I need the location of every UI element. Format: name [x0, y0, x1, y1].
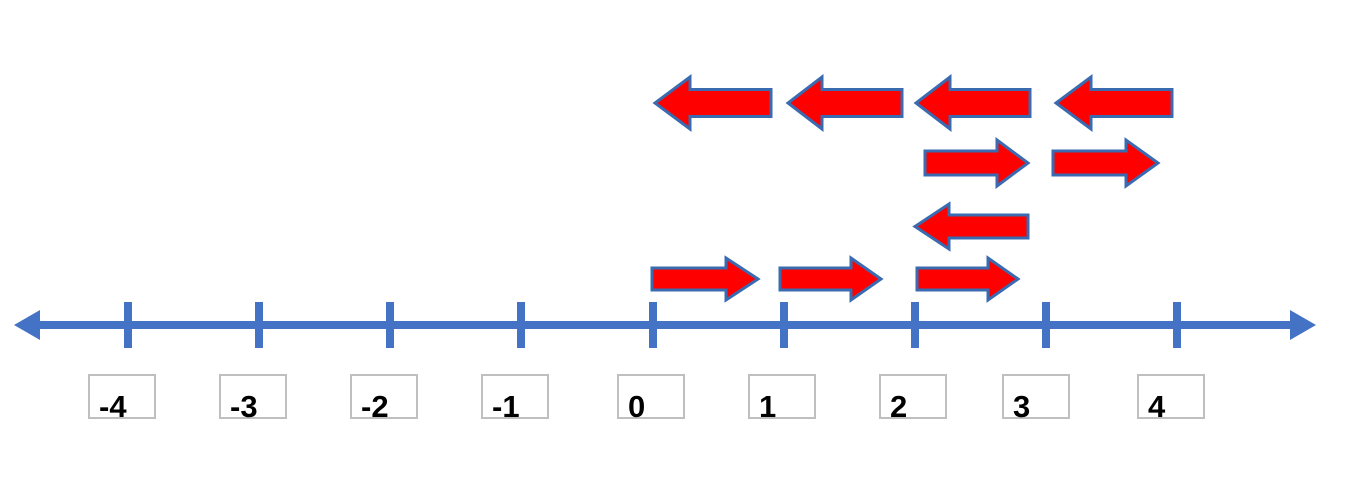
tick-label-text: -4: [99, 389, 127, 424]
jump-arrow-shape: [923, 137, 1031, 189]
jump-arrow-shape: [650, 255, 761, 303]
tick-label-text: 0: [628, 389, 646, 424]
jump-arrow-shape: [785, 74, 904, 132]
tick-label-box-4: 4: [1137, 374, 1205, 424]
jump-arrow-svg: [785, 74, 904, 132]
jump-arrow-svg: [650, 255, 761, 303]
tick-label-box-0: 0: [617, 374, 685, 424]
jump-arrow-left-r1-1: [652, 74, 774, 132]
jump-arrow-shape: [1053, 74, 1174, 132]
tick-mark-0: [649, 302, 657, 348]
jump-arrow-right-r2-1: [922, 137, 1031, 189]
jump-arrow-right-r4-1: [649, 255, 761, 303]
tick-label-text: 1: [759, 389, 777, 424]
jump-arrow-left-r1-4: [1053, 74, 1175, 132]
tick-mark-4: [1173, 302, 1181, 348]
number-line-shaft: [34, 321, 1296, 329]
jump-arrow-left-r1-2: [785, 74, 905, 132]
tick-label-box--3: -3: [219, 374, 287, 424]
jump-arrow-shape: [652, 74, 773, 132]
jump-arrow-svg: [923, 137, 1031, 189]
tick-label-text: 4: [1148, 389, 1166, 424]
tick-mark--2: [386, 302, 394, 348]
tick-mark-3: [1042, 302, 1050, 348]
tick-label-box--4: -4: [88, 374, 156, 424]
number-line-left-arrowhead: [14, 310, 40, 340]
jump-arrow-shape: [778, 255, 884, 303]
jump-arrow-svg: [652, 74, 773, 132]
tick-label-text: -1: [492, 389, 520, 424]
jump-arrow-right-r4-3: [914, 255, 1021, 303]
tick-label-box-1: 1: [748, 374, 816, 424]
tick-label-box--1: -1: [481, 374, 549, 424]
jump-arrow-left-r1-3: [913, 74, 1033, 132]
tick-label-box-2: 2: [879, 374, 947, 424]
tick-label-text: -2: [361, 389, 389, 424]
jump-arrow-shape: [915, 255, 1021, 303]
tick-mark--1: [517, 302, 525, 348]
tick-mark-2: [911, 302, 919, 348]
tick-label-box-3: 3: [1002, 374, 1070, 424]
jump-arrow-right-r4-2: [777, 255, 884, 303]
jump-arrow-svg: [912, 201, 1030, 252]
jump-arrow-shape: [913, 74, 1032, 132]
tick-label-box--2: -2: [350, 374, 418, 424]
tick-label-text: 2: [890, 389, 908, 424]
jump-arrow-svg: [1053, 74, 1174, 132]
jump-arrow-shape: [1051, 137, 1161, 189]
tick-mark--4: [124, 302, 132, 348]
number-line-right-arrowhead: [1290, 310, 1316, 340]
tick-mark--3: [255, 302, 263, 348]
tick-label-text: 3: [1013, 389, 1031, 424]
jump-arrow-shape: [912, 201, 1030, 252]
jump-arrow-svg: [1051, 137, 1161, 189]
jump-arrow-svg: [913, 74, 1032, 132]
tick-label-text: -3: [230, 389, 258, 424]
jump-arrow-svg: [915, 255, 1021, 303]
jump-arrow-right-r2-2: [1050, 137, 1161, 189]
tick-mark-1: [780, 302, 788, 348]
jump-arrow-left-r3-1: [912, 201, 1031, 252]
jump-arrow-svg: [778, 255, 884, 303]
